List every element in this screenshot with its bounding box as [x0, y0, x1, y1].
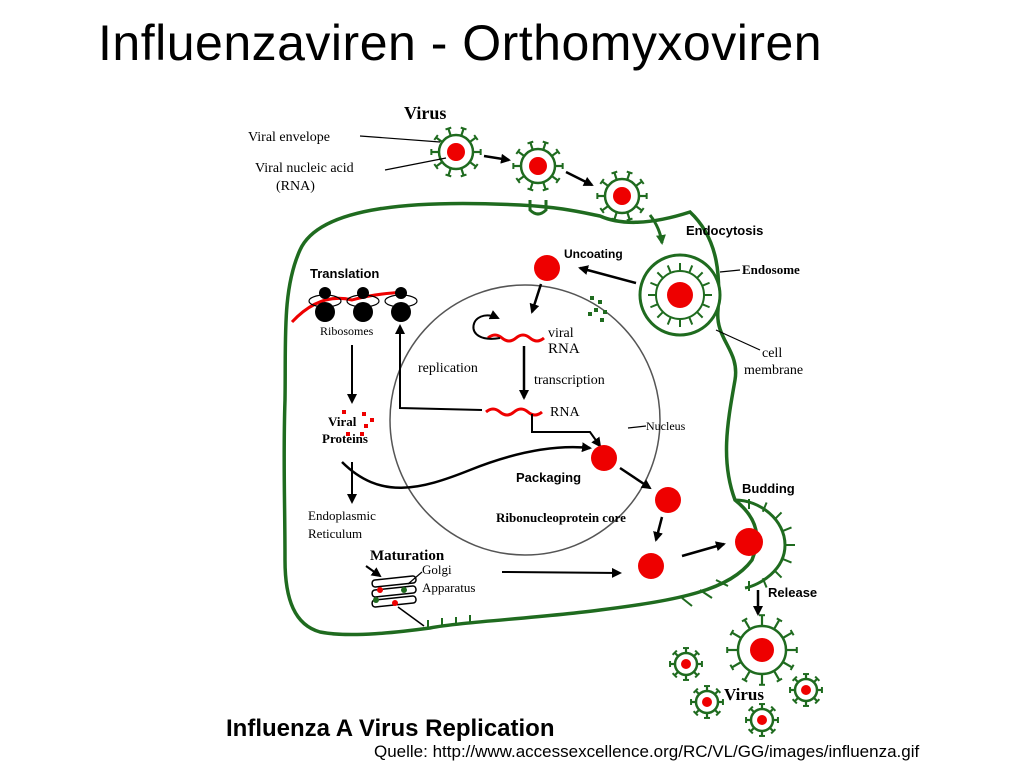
arrow-virus-2 — [565, 170, 594, 187]
membrane-glycoproteins — [427, 579, 729, 628]
label-rnp-core: Ribonucleoprotein core — [496, 510, 626, 525]
virion-released-large — [726, 614, 798, 686]
leader-viral-envelope — [359, 135, 441, 143]
uncoated-core — [534, 255, 560, 281]
virion-released-2 — [690, 685, 724, 719]
label-viral-envelope: Viral envelope — [248, 130, 330, 145]
label-membrane: membrane — [744, 363, 803, 378]
arrow-rna-to-packaging — [531, 414, 602, 448]
arrow-golgi-to-membrane — [397, 606, 425, 627]
arrow-to-budding — [681, 541, 726, 558]
nucleus — [389, 284, 661, 556]
label-translation: Translation — [310, 266, 379, 281]
budding-virion — [734, 498, 795, 591]
protein-dots — [342, 410, 374, 436]
arrow-virus-1 — [483, 153, 511, 164]
virion-released-1 — [669, 647, 703, 681]
arrow-endocytosis — [648, 214, 666, 245]
label-er-1: Endoplasmic — [308, 508, 376, 523]
leader-viral-nucleic-acid — [384, 157, 447, 171]
arrow-proteins-to-packaging — [341, 442, 592, 489]
label-virus-top: Virus — [404, 103, 446, 123]
arrow-golgi-to-assembly — [501, 567, 622, 578]
label-endosome: Endosome — [742, 262, 800, 277]
label-transcription: transcription — [534, 373, 605, 388]
envelope-fragments — [588, 296, 607, 322]
packaging-core — [591, 445, 617, 471]
viral-rna-strand — [487, 333, 545, 343]
label-packaging: Packaging — [516, 470, 581, 485]
label-rna: RNA — [550, 405, 580, 420]
replication-arrow — [472, 310, 501, 340]
source-citation: Quelle: http://www.accessexcellence.org/… — [374, 742, 920, 761]
label-viral-nucleic-acid-rna: (RNA) — [276, 179, 315, 194]
leader-endosome — [719, 269, 741, 273]
label-golgi-1: Golgi — [422, 562, 452, 577]
label-uncoating: Uncoating — [564, 247, 623, 261]
diagram-title: Influenza A Virus Replication — [226, 715, 555, 742]
virion-released-4 — [745, 703, 779, 737]
mrna-strand — [485, 407, 543, 417]
arrow-to-nucleus — [529, 283, 543, 314]
label-release: Release — [768, 585, 817, 600]
arrow-uncoating — [578, 265, 637, 285]
assembled-core — [638, 553, 664, 579]
rnp-core — [655, 487, 681, 513]
label-maturation: Maturation — [370, 548, 445, 564]
label-viral-rna: RNA — [548, 341, 580, 357]
label-endocytosis: Endocytosis — [686, 223, 763, 238]
label-viral-nucleic-acid: Viral nucleic acid — [255, 161, 354, 176]
arrow-packaging-out — [619, 466, 652, 490]
receptor-icon — [528, 200, 548, 216]
virion-entering — [596, 170, 648, 222]
label-viral: viral — [548, 326, 574, 341]
label-virus-bottom: Virus — [724, 685, 764, 704]
arrow-er-to-golgi — [365, 565, 382, 578]
label-golgi-2: Apparatus — [422, 580, 475, 595]
arrow-rnp-down — [653, 516, 664, 542]
label-budding: Budding — [742, 481, 795, 496]
label-nucleus: Nucleus — [646, 419, 686, 433]
virion-attaching — [512, 140, 564, 192]
label-replication: replication — [418, 361, 478, 376]
leader-golgi — [407, 571, 423, 585]
golgi-apparatus — [371, 575, 417, 608]
arrow-rna-to-ribosomes — [395, 324, 483, 411]
slide-title: Influenzaviren - Orthomyxoviren — [98, 15, 823, 71]
label-viral-proteins-2: Proteins — [322, 431, 368, 446]
virion-approaching — [430, 126, 482, 178]
ribosomes — [290, 287, 418, 324]
leader-cell-membrane — [715, 329, 761, 351]
leader-nucleus — [627, 425, 647, 429]
virion-released-3 — [789, 673, 823, 707]
label-er-2: Reticulum — [308, 526, 362, 541]
endosome — [638, 253, 722, 337]
label-ribosomes: Ribosomes — [320, 324, 374, 338]
label-viral-proteins-1: Viral — [328, 414, 357, 429]
label-cell: cell — [762, 346, 782, 361]
